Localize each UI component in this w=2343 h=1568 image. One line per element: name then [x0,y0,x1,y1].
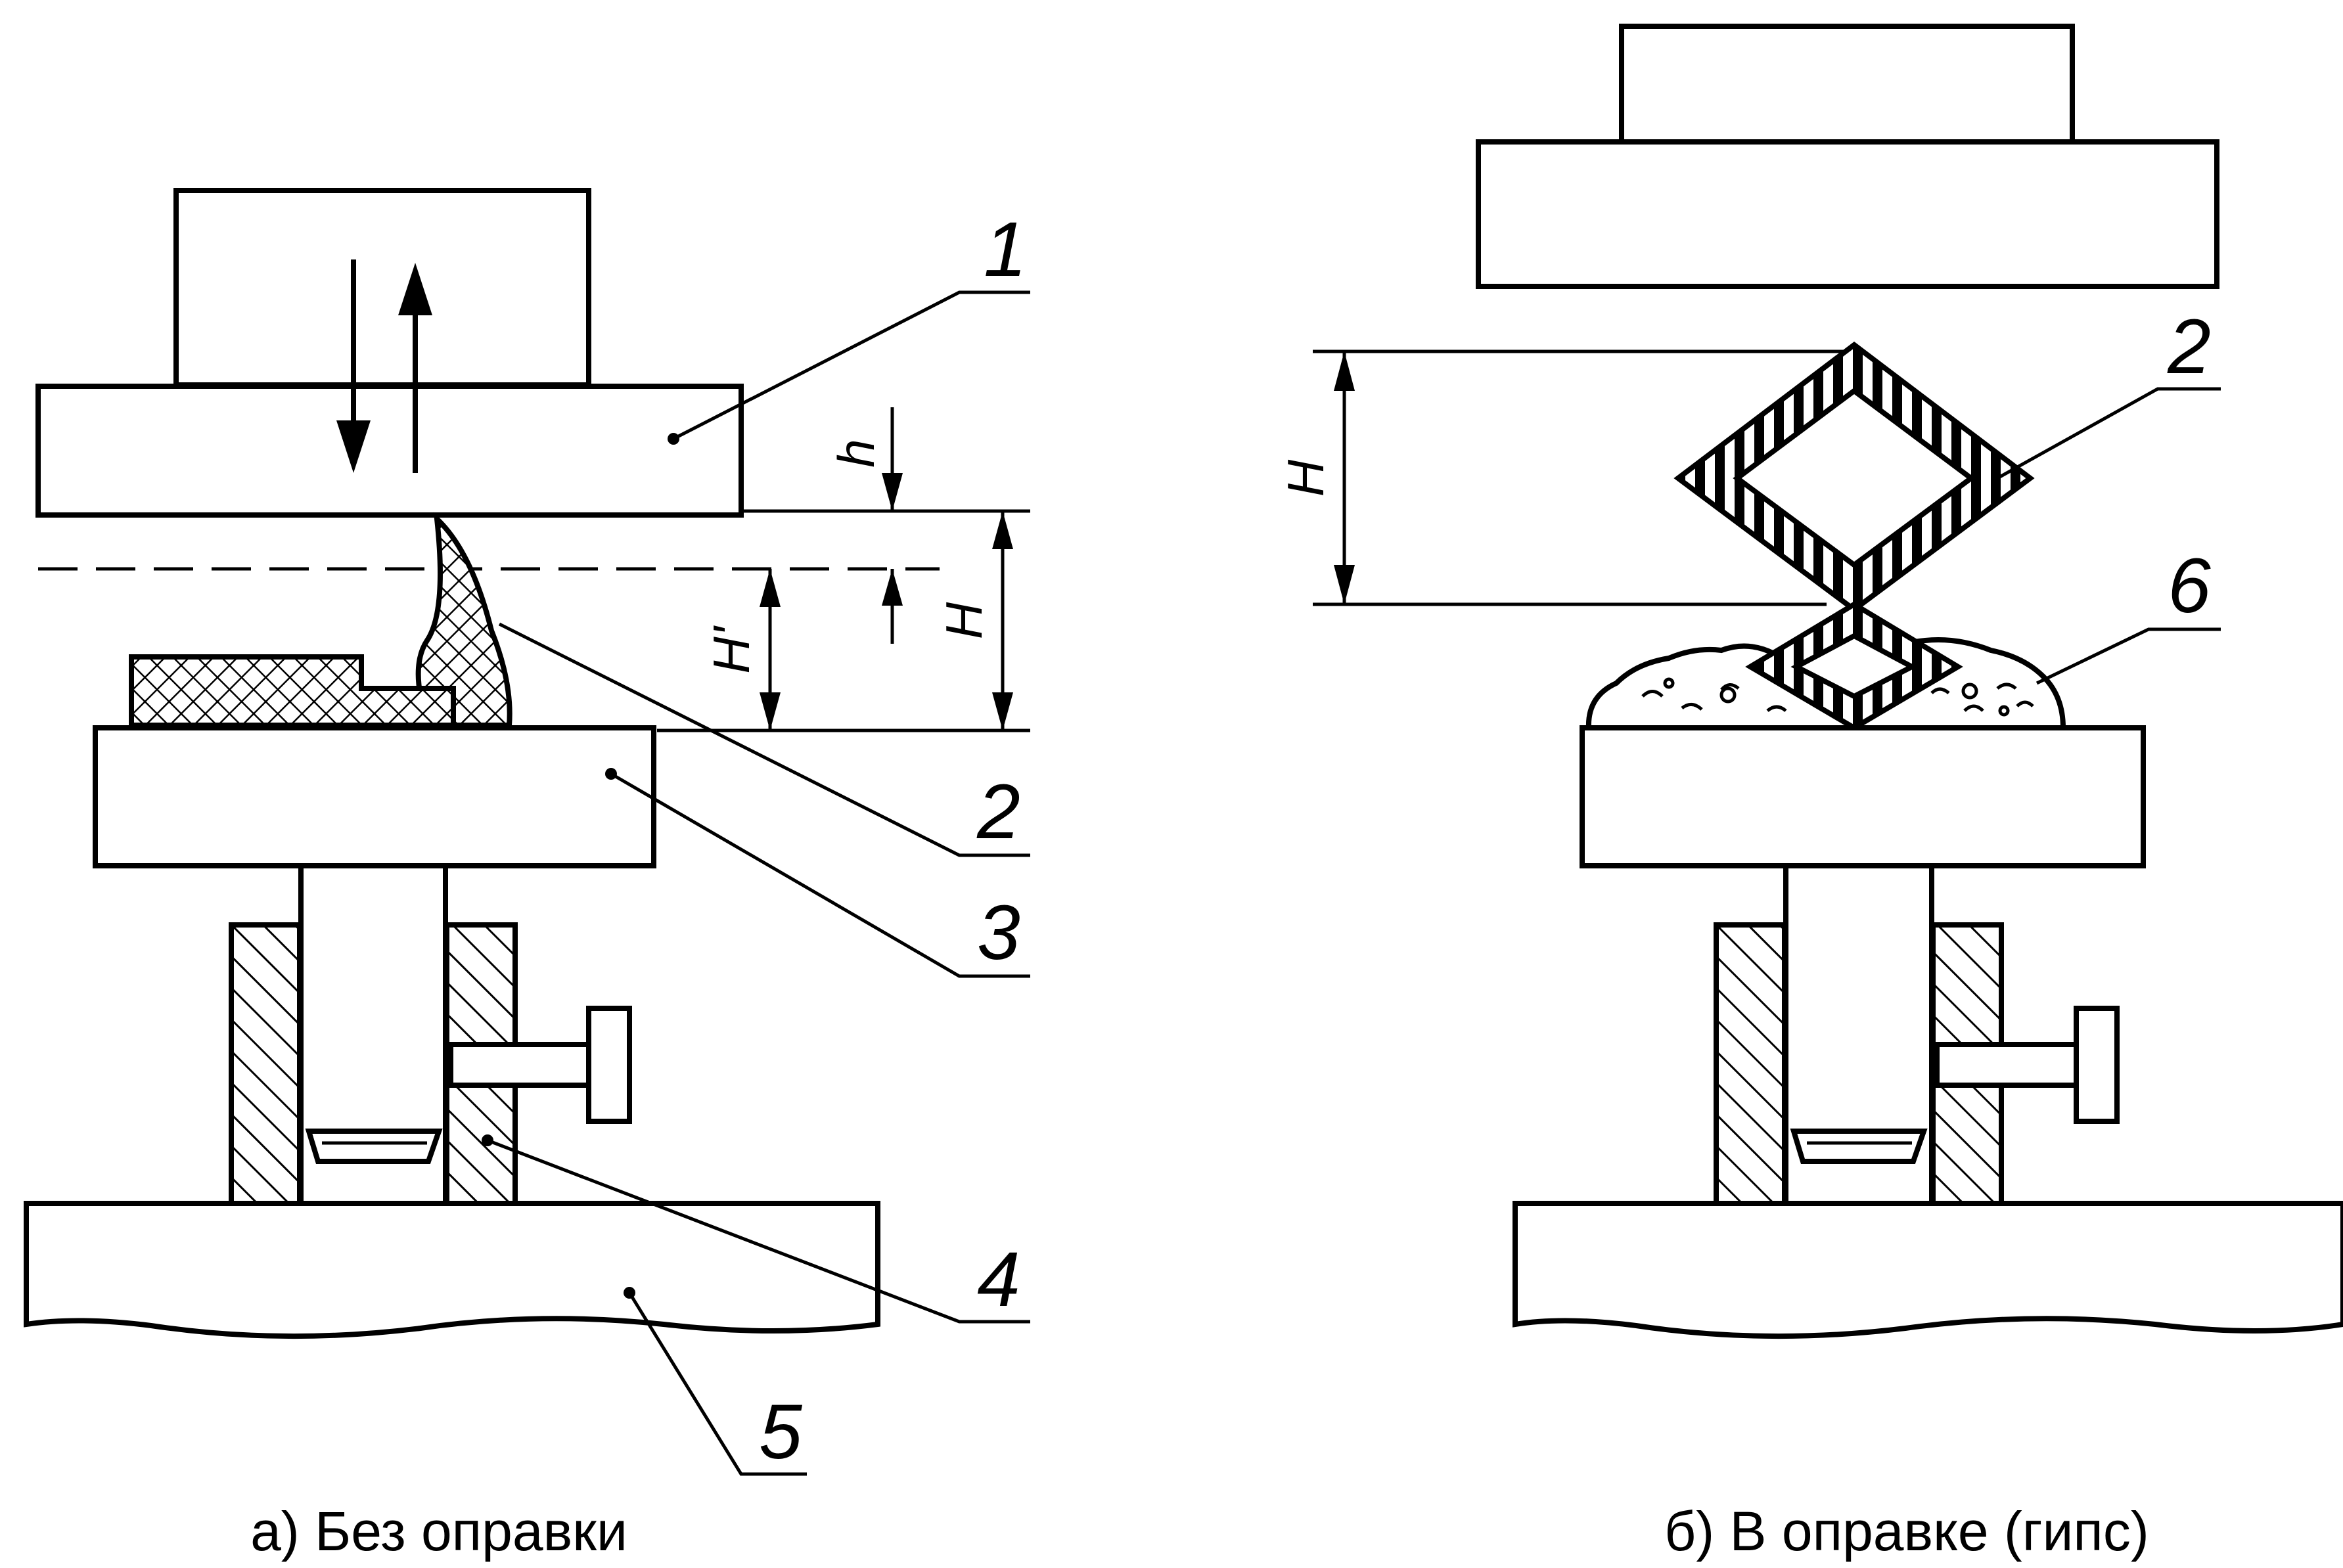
base-plate-b [1513,1201,2343,1339]
press-plate-upper-b [1476,139,2219,289]
dimension-h-prime: H' [702,569,781,730]
dim-label-h: h [827,439,885,467]
press-head-top [173,188,591,388]
clamp-sleeve-left-b [1714,922,1787,1206]
dim-label-H-b: H [1277,459,1334,497]
callout-2: 2 [976,769,1020,855]
callout-6-b: 6 [2168,543,2211,629]
dim-label-H: H [935,602,993,639]
press-head-top-b [1619,24,2075,145]
callout-2-b: 2 [2167,303,2211,390]
press-plate-lower [93,725,656,868]
caption-a: а) Без оправки [250,1500,627,1562]
panel-b: H [1277,24,2343,1562]
callout-3: 3 [977,889,1020,976]
press-plate-upper [35,384,744,518]
clamp-screw-knob-b [2074,1006,2120,1124]
clamp-screw-knob [586,1006,632,1124]
dimension-H: H [935,511,1013,730]
leader-lines [487,290,1030,1476]
callout-1: 1 [984,206,1027,293]
dim-label-h-prime: H' [702,625,760,673]
motion-arrows [336,259,432,473]
dimension-H-b: H [1277,351,1355,604]
callout-4: 4 [977,1236,1020,1323]
panel-a: h H' H 1 2 3 4 5 а) Без оправки [24,188,1030,1562]
clamp-screw-shaft-b [1934,1042,2079,1088]
callout-5: 5 [759,1389,802,1475]
base-plate [24,1201,880,1339]
clamp-sleeve-left [229,922,302,1206]
caption-b: б) В оправке (гипс) [1664,1500,2149,1562]
specimen-base [129,654,456,728]
plaster-texture [1641,677,2034,717]
dimension-h: h [827,407,903,644]
press-plate-lower-b [1580,725,2146,868]
clamp-screw-shaft [448,1042,591,1088]
